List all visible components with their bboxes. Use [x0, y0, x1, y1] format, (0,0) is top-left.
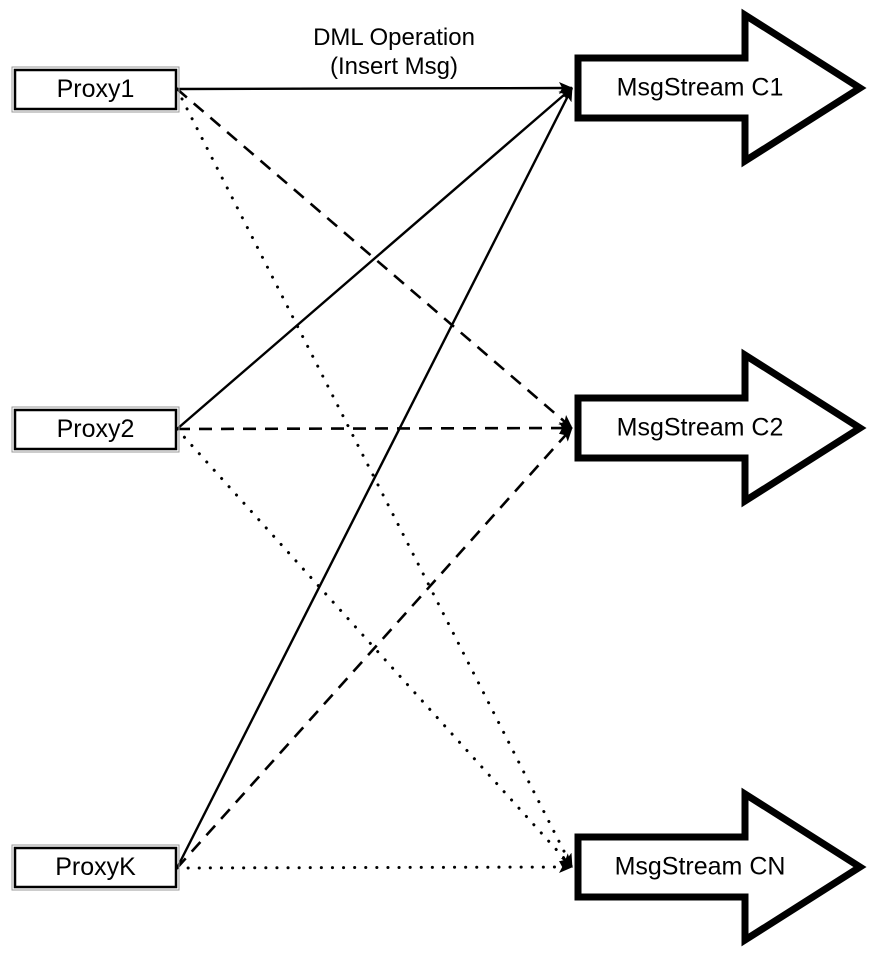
dml-operation-line1: DML Operation	[313, 24, 475, 51]
link-proxyK-c2	[176, 427, 573, 869]
dml-operation-line2: (Insert Msg)	[330, 53, 458, 80]
link-layer	[175, 82, 574, 874]
msgstream-label-cn: MsgStream CN	[615, 853, 786, 881]
proxy-box-outline-proxyK	[11, 844, 180, 891]
proxy-proxy2[interactable]: Proxy2	[11, 406, 180, 453]
link-proxy2-c1	[176, 87, 573, 430]
msgstream-arrow-shape-c1	[574, 8, 867, 168]
proxy-box-outline-proxy2	[11, 406, 180, 453]
proxy-proxy1[interactable]: Proxy1	[11, 66, 180, 113]
link-proxy1-cn	[175, 87, 574, 869]
proxy-proxyK[interactable]: ProxyK	[11, 844, 180, 891]
link-proxyK-cn	[175, 861, 574, 874]
proxy-box-proxyK	[13, 846, 178, 889]
proxy-box-outline-proxy1	[11, 66, 180, 113]
link-proxy1-c1	[176, 82, 573, 95]
proxy-box-proxy2	[13, 408, 178, 451]
proxy-box-proxy1	[13, 68, 178, 111]
proxy-label-proxy2: Proxy2	[57, 415, 135, 443]
dml-operation-annotation: DML Operation (Insert Msg)	[313, 24, 475, 80]
msgstream-c2[interactable]: MsgStream C2	[574, 348, 867, 508]
proxy-label-proxy1: Proxy1	[57, 75, 135, 103]
proxy-label-proxyK: ProxyK	[55, 853, 136, 881]
link-proxy2-c2	[176, 422, 573, 435]
msgstream-cn[interactable]: MsgStream CN	[574, 787, 867, 947]
msgstream-arrow-shape-cn	[574, 787, 867, 947]
msgstream-c1[interactable]: MsgStream C1	[574, 8, 867, 168]
msgstream-layer: MsgStream C1 MsgStream C2 MsgStream CN	[574, 8, 867, 947]
msgstream-label-c1: MsgStream C1	[617, 74, 784, 102]
msgstream-arrow-shape-c2	[574, 348, 867, 508]
msgstream-label-c2: MsgStream C2	[617, 414, 784, 442]
link-proxyK-c1	[175, 87, 574, 869]
